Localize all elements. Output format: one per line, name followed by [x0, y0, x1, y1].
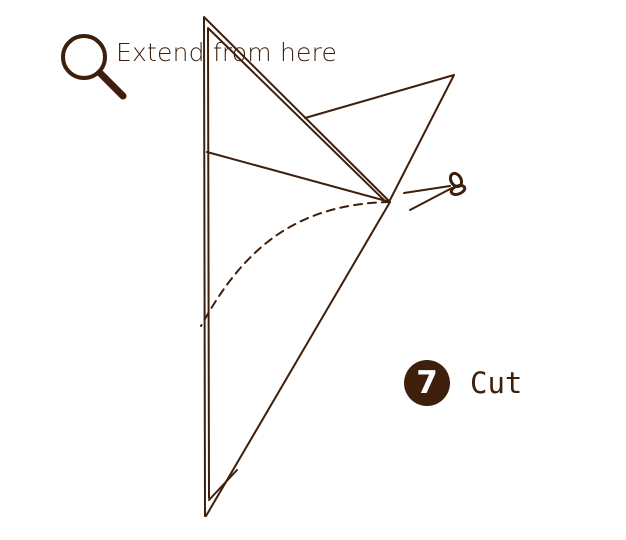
- cut-guide-line: [200, 201, 391, 327]
- step-label: Cut: [470, 366, 523, 400]
- paper-inner-edge: [207, 27, 387, 499]
- upper-flap: [304, 74, 455, 201]
- magnifier-icon: [61, 34, 127, 100]
- scissors-icon: [403, 171, 467, 211]
- step-number-badge: 7: [404, 360, 450, 406]
- hint-label: Extend from here: [116, 38, 338, 67]
- paper-outer-edge: [203, 16, 391, 517]
- inner-flap: [206, 151, 391, 203]
- folded-paper: [200, 16, 455, 517]
- paper-tip-line: [208, 469, 238, 501]
